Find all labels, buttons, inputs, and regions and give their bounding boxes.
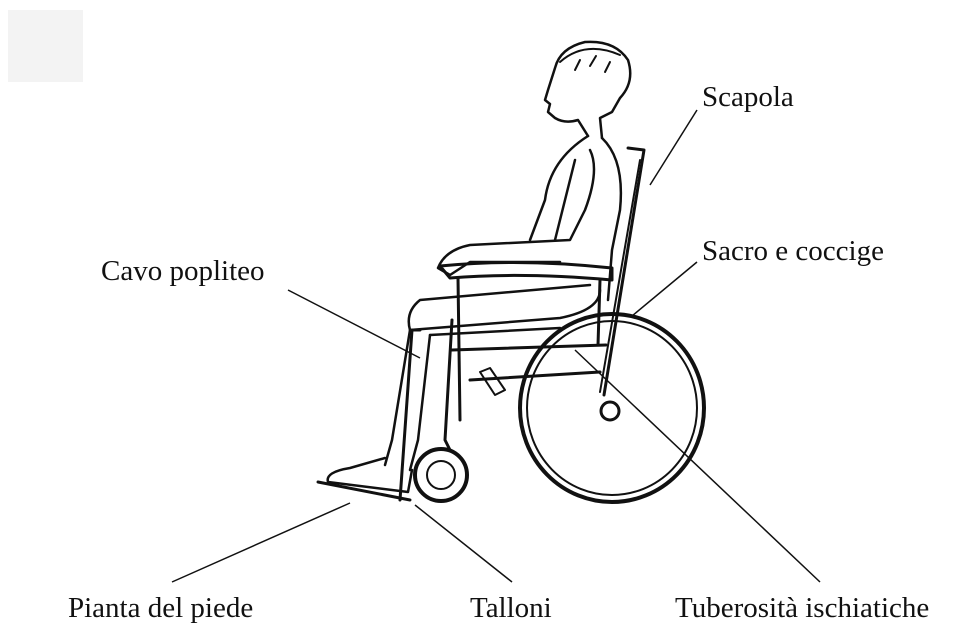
cross-brace (480, 368, 505, 395)
seated-person (318, 42, 630, 500)
leader-sacro (632, 262, 697, 316)
rear-wheel-hub (601, 402, 619, 420)
label-talloni: Talloni (470, 594, 552, 623)
caster-wheel (415, 449, 467, 501)
leader-pianta (172, 503, 350, 582)
leader-lines (172, 110, 820, 582)
scan-smudge (8, 10, 83, 82)
front-frame (445, 320, 452, 450)
label-pianta-piede: Pianta del piede (68, 594, 253, 623)
person-arm (438, 150, 594, 275)
person-arm-inner (555, 160, 575, 240)
label-sacro-coccige: Sacro e coccige (702, 237, 884, 266)
caster-inner (427, 461, 455, 489)
seat-frame (452, 345, 606, 350)
wheelchair (400, 148, 704, 502)
label-cavo-popliteo: Cavo popliteo (101, 257, 265, 286)
leader-cavo (288, 290, 420, 358)
label-scapola: Scapola (702, 83, 794, 112)
label-tuberosita: Tuberosità ischiatiche (675, 594, 929, 623)
armrest-support (458, 278, 460, 420)
person-thigh-lower (430, 328, 560, 335)
person-hair (560, 49, 620, 72)
leader-talloni (415, 505, 512, 582)
person-head (545, 42, 630, 138)
leader-tuber (575, 350, 820, 582)
leader-scapola (650, 110, 697, 185)
